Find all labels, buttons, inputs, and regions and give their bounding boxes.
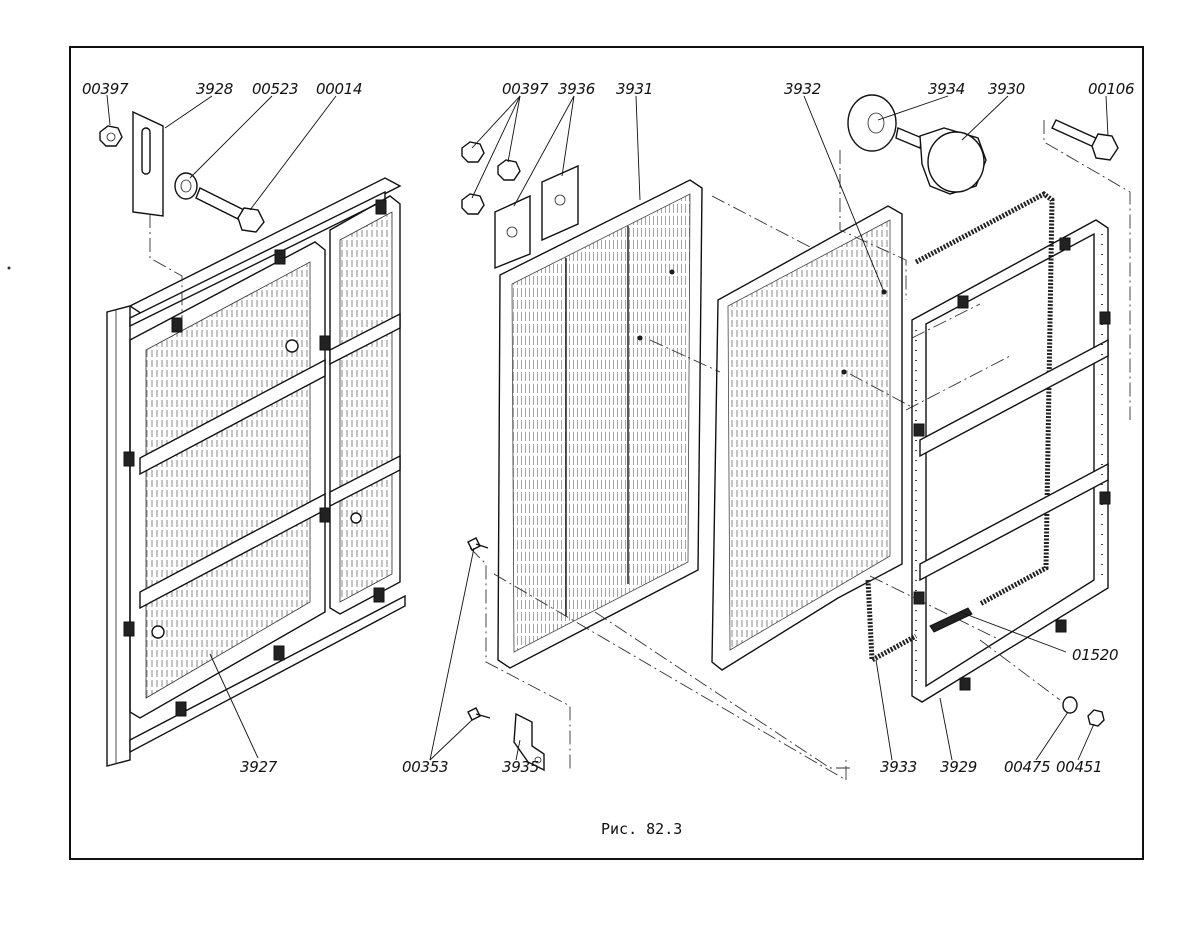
callout-3936: 3936	[558, 80, 595, 98]
ribbed-panel-3931	[497, 95, 703, 669]
frame-3929	[911, 219, 1111, 761]
installed-door-assembly	[106, 177, 406, 767]
knob-assembly	[847, 94, 1009, 195]
callout-00397-left: 00397	[82, 80, 129, 98]
bolt-00106	[1051, 95, 1119, 161]
ribbed-panel-3932	[711, 95, 903, 671]
callout-00397-mid: 00397	[502, 80, 549, 98]
callout-3933: 3933	[880, 758, 917, 776]
bracket-and-screws	[429, 537, 545, 772]
strip-01520	[929, 607, 1067, 653]
callout-01520: 01520	[1072, 646, 1118, 664]
callout-00451: 00451	[1056, 758, 1102, 776]
callout-3935: 3935	[502, 758, 539, 776]
callout-00475: 00475	[1004, 758, 1050, 776]
callout-3932: 3932	[784, 80, 821, 98]
small-fasteners	[979, 639, 1105, 761]
callout-00353: 00353	[402, 758, 448, 776]
drawing-frame	[69, 46, 1144, 860]
margin-dot	[7, 266, 11, 270]
callout-3928: 3928	[196, 80, 233, 98]
left-fasteners	[99, 94, 337, 320]
callout-3931: 3931	[616, 80, 653, 98]
projection-lines	[469, 120, 1131, 781]
gasket-3933	[865, 191, 1055, 761]
leader-3927	[209, 653, 259, 759]
mid-fasteners	[461, 95, 579, 270]
callout-3927: 3927	[240, 758, 278, 776]
callout-3934: 3934	[928, 80, 965, 98]
callout-3930: 3930	[988, 80, 1025, 98]
figure-caption: Рис. 82.3	[601, 820, 682, 838]
callout-00106: 00106	[1088, 80, 1134, 98]
callout-00014: 00014	[316, 80, 362, 98]
callout-labels: 00397 3928 00523 00014 3927 00397 3936 3…	[82, 80, 1135, 776]
callout-3929: 3929	[940, 758, 977, 776]
callout-00523: 00523	[252, 80, 298, 98]
